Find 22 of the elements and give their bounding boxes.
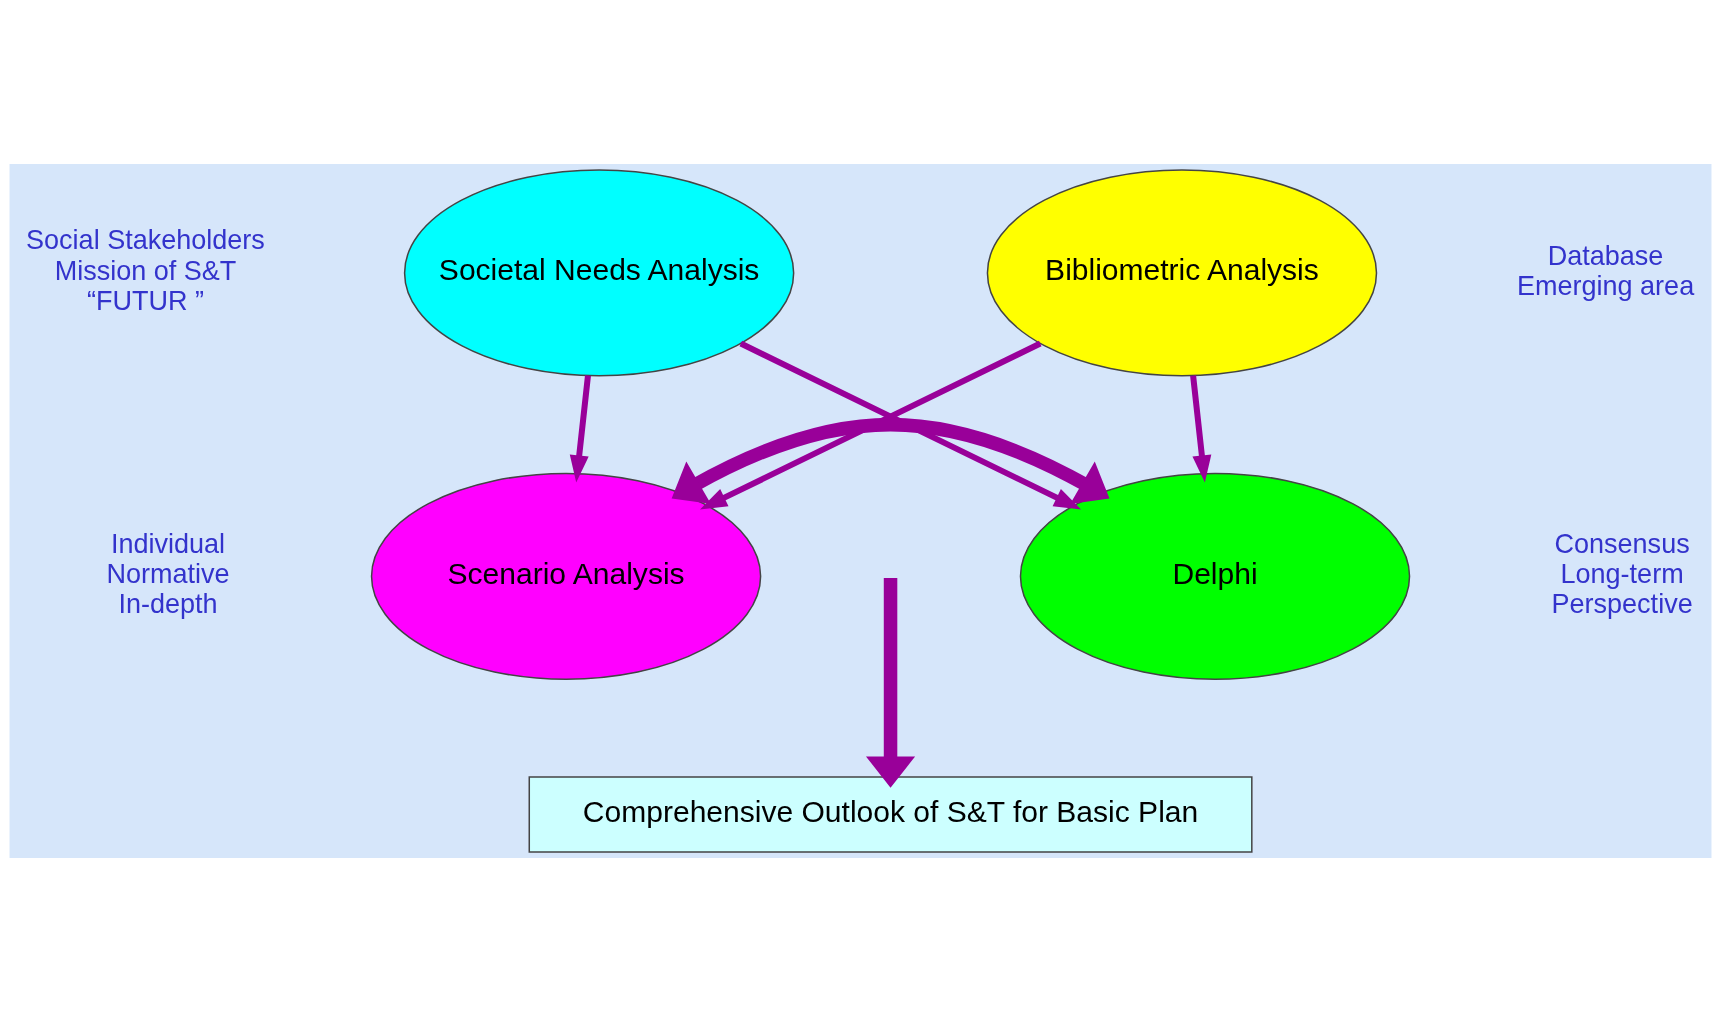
arrow bbox=[569, 375, 591, 483]
node-label: “FUTUR ” bbox=[86, 285, 204, 316]
arrow bbox=[1189, 375, 1211, 483]
node-label: Emerging area bbox=[1516, 270, 1694, 301]
node-ellipse: Societal Needs Analysis bbox=[403, 169, 794, 377]
node-ellipse: Scenario Analysis bbox=[370, 472, 761, 680]
node-label: Normative bbox=[105, 558, 230, 589]
node-label: Database bbox=[1547, 240, 1663, 271]
node-label: Individual bbox=[110, 528, 225, 559]
node-label: Long-term bbox=[1560, 558, 1684, 589]
node-box: Comprehensive Outlook of S&T for Basic Plan bbox=[528, 776, 1253, 853]
node-label: In-depth bbox=[117, 589, 218, 619]
arrow bbox=[739, 340, 1081, 510]
node-ellipse: Delphi bbox=[1019, 472, 1410, 680]
node-label: Consensus bbox=[1554, 528, 1690, 559]
arrow bbox=[671, 417, 1109, 505]
arrow bbox=[699, 340, 1042, 510]
node-label: Social Stakeholders bbox=[25, 225, 265, 256]
node-label: Mission of S&T bbox=[54, 255, 236, 286]
node-label: Perspective bbox=[1551, 589, 1693, 619]
arrow bbox=[865, 578, 915, 788]
node-ellipse: Bibliometric Analysis bbox=[986, 169, 1377, 377]
